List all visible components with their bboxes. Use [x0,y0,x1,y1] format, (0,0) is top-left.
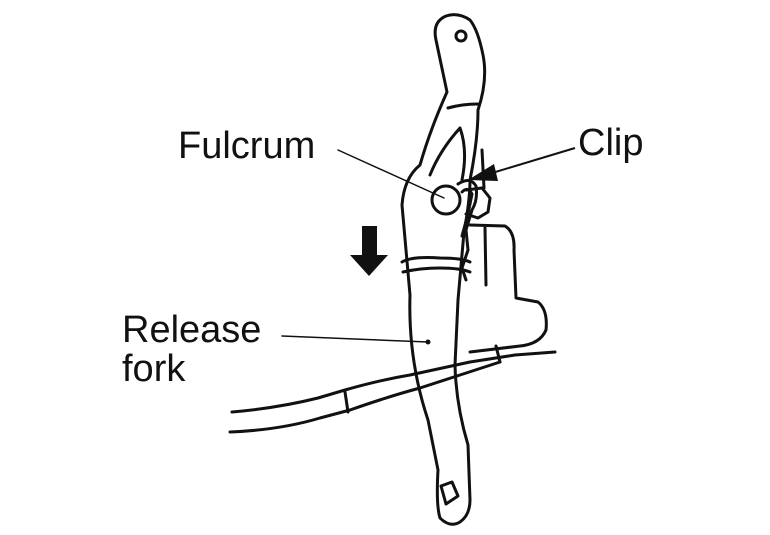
release-fork-body [400,13,487,526]
casting-upper-edge [230,350,557,414]
housing-outline [468,223,548,354]
release-fork-leader-dot [425,339,431,345]
casting-lower-edge [228,360,502,434]
fulcrum-label: Fulcrum [178,125,316,167]
fork-band-middle [400,256,472,264]
release-fork-label-line1: Release [122,309,262,351]
release-fork-label-line2: fork [122,348,186,390]
fulcrum-leader-line [337,149,445,199]
clip-pointer-head [468,164,498,181]
clip-nut [464,186,492,220]
fork-band-upper [446,102,480,110]
fork-inner-web [428,126,467,182]
clip-pointer [468,147,576,181]
casting-seam [343,390,350,414]
casting-seam-2 [494,344,502,364]
clip-stud [480,148,486,190]
release-fork-leader-line [281,335,429,343]
housing-inner-edge [483,226,488,287]
fork-tip-detail [439,480,460,506]
pivot-hole [454,29,468,43]
fulcrum-ball [430,184,462,216]
clip-label: Clip [578,122,644,164]
arrow-down-icon [350,226,388,276]
